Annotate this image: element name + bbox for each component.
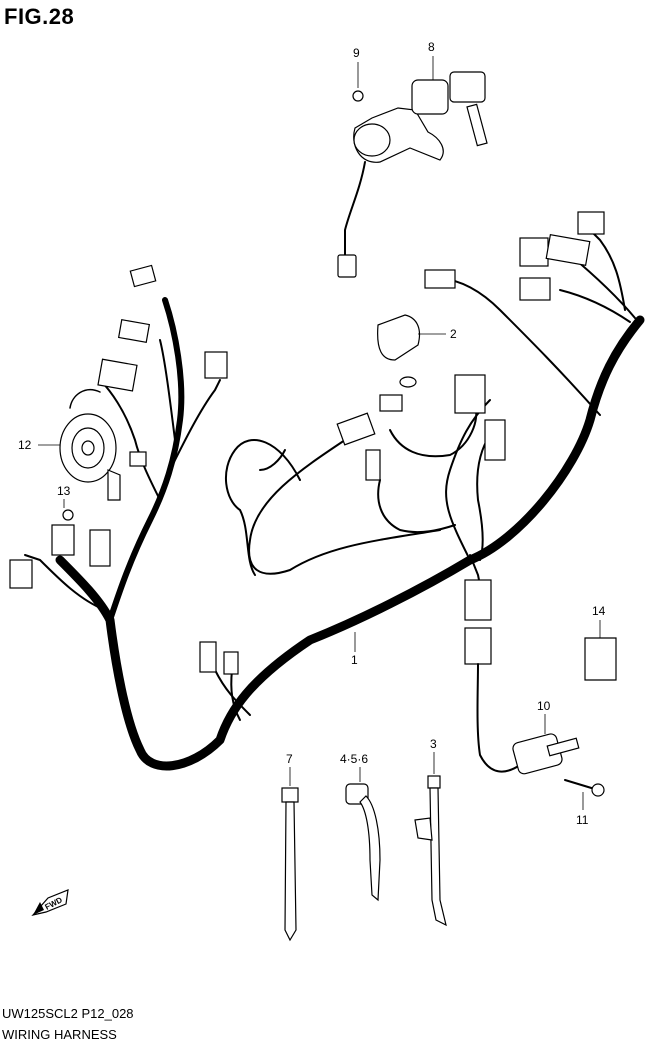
- callout-3: 3: [430, 737, 437, 751]
- callout-9: 9: [353, 46, 360, 60]
- callout-10: 10: [537, 699, 551, 713]
- section-name-label: WIRING HARNESS: [2, 1027, 117, 1042]
- cable-tie-part: [281, 767, 299, 942]
- forward-direction-arrow-icon: FWD: [31, 889, 69, 917]
- harness-cover-part: [377, 314, 446, 361]
- callout-1: 1: [351, 653, 358, 667]
- callout-11: 11: [576, 813, 589, 827]
- callout-12: 12: [18, 438, 32, 452]
- ignition-switch-assembly: [337, 56, 488, 278]
- callout-4-5-6: 4·5·6: [340, 752, 368, 766]
- horn-assembly: [38, 388, 121, 521]
- model-code-label: UW125SCL2 P12_028: [2, 1006, 134, 1021]
- callout-7: 7: [286, 752, 293, 766]
- label-sheet-part: [584, 620, 617, 681]
- harness-connectors: [9, 211, 605, 675]
- callout-8: 8: [428, 40, 435, 54]
- figure-title: FIG.28: [4, 4, 75, 29]
- tie-clamp-part: [414, 752, 447, 927]
- clamp-part: [345, 767, 381, 902]
- stop-switch-assembly: [476, 663, 605, 810]
- callout-14: 14: [592, 604, 606, 618]
- callout-2: 2: [450, 327, 457, 341]
- callout-13: 13: [57, 484, 71, 498]
